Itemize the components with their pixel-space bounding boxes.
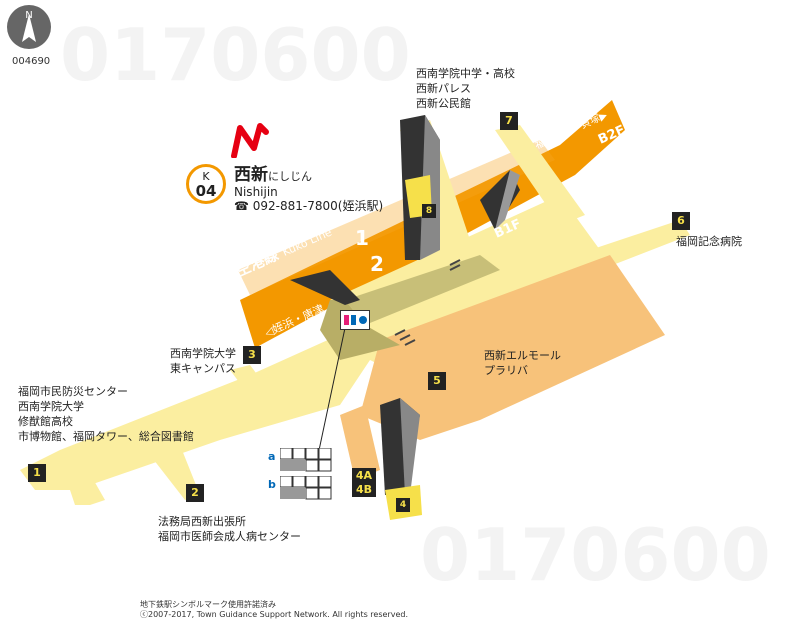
footer: 地下鉄駅シンボルマーク使用許諾済み ⓒ2007-2017, Town Guida… xyxy=(140,600,408,620)
place-label: 福岡市医師会成人病センター xyxy=(158,530,301,543)
place-label: 東キャンパス xyxy=(170,362,236,375)
station-name-kanji: 西新 xyxy=(234,165,268,185)
station-name-kana: にしじん xyxy=(268,170,312,183)
platform-2: 2 xyxy=(370,252,384,276)
ticket-hall xyxy=(345,255,500,325)
place-label: 西新パレス xyxy=(416,82,471,95)
place-label: 市博物館、福岡タワー、総合図書館 xyxy=(18,430,194,443)
places-exit1: 福岡市民防災センター 西南学院大学 修猷館高校 市博物館、福岡タワー、総合図書館 xyxy=(18,384,194,444)
station-number-badge: K 04 xyxy=(186,164,226,204)
corridor-exit2 xyxy=(70,465,105,505)
footer-copyright: ⓒ2007-2017, Town Guidance Support Networ… xyxy=(140,610,408,619)
exit-4a-badge[interactable]: 4A xyxy=(352,468,376,483)
watermark: 0170600 0170600 xyxy=(60,13,771,597)
exit-3-badge[interactable]: 3 xyxy=(243,346,261,364)
concourse-center xyxy=(330,195,620,370)
station-name-romaji: Nishijin xyxy=(234,185,278,199)
platform-1: 1 xyxy=(355,226,369,250)
toilet-icon xyxy=(340,310,370,330)
place-label: 西新公民館 xyxy=(416,97,471,110)
corridor-exit7 xyxy=(495,125,585,225)
badge-line: K xyxy=(202,170,210,183)
place-label: 西南学院大学 xyxy=(170,347,236,360)
stairs-platform xyxy=(290,270,360,305)
compass-icon: N xyxy=(6,4,52,50)
exit-4-badge[interactable]: 4 xyxy=(396,498,410,512)
exit-6-badge[interactable]: 6 xyxy=(672,212,690,230)
exit-1-badge[interactable]: 1 xyxy=(28,464,46,482)
place-label: 福岡市民防災センター xyxy=(18,385,128,398)
legend-a-label: a xyxy=(268,450,276,463)
places-exit8: 西南学院中学・高校 西新パレス 西新公民館 xyxy=(416,66,515,111)
station-phone: ☎ 092-881-7800(姪浜駅) xyxy=(234,199,384,213)
subway-logo-icon xyxy=(230,122,274,159)
exit-4b-badge[interactable]: 4B xyxy=(352,482,376,497)
place-label: 西南学院中学・高校 xyxy=(416,67,515,80)
badge-number: 04 xyxy=(195,182,217,200)
footer-line1: 地下鉄駅シンボルマーク使用許諾済み xyxy=(140,600,276,609)
corridor-main xyxy=(20,330,380,505)
station-name: 西新にしじん Nishijin ☎ 092-881-7800(姪浜駅) xyxy=(234,160,383,214)
legend-b-icons xyxy=(279,475,332,500)
svg-text:0170600: 0170600 xyxy=(420,513,771,597)
platform-band-top xyxy=(238,140,555,295)
corridor-exit6 xyxy=(590,220,690,270)
map-code: 004690 xyxy=(12,56,51,67)
places-exit3: 西南学院大学 東キャンパス xyxy=(170,346,236,376)
stairs-exit4-side xyxy=(400,398,420,495)
exit-7-badge[interactable]: 7 xyxy=(500,112,518,130)
place-label: 法務局西新出張所 xyxy=(158,515,246,528)
legend-a-icons xyxy=(279,447,332,472)
commercial-area-left xyxy=(340,405,380,480)
svg-text:0170600: 0170600 xyxy=(60,13,411,97)
commercial-area xyxy=(360,255,665,440)
place-label: 西南学院大学 xyxy=(18,400,84,413)
exit-2-badge[interactable]: 2 xyxy=(186,484,204,502)
exit-8-badge[interactable]: 8 xyxy=(422,204,436,218)
places-exit5: 西新エルモール プラリバ xyxy=(484,348,561,378)
places-exit6: 福岡記念病院 xyxy=(676,234,742,249)
corridor-exit3 xyxy=(230,365,265,390)
legend-b-label: b xyxy=(268,478,276,491)
compass-label: N xyxy=(25,10,32,21)
exit-5-badge[interactable]: 5 xyxy=(428,372,446,390)
place-label: プラリバ xyxy=(484,364,528,377)
legend-connector xyxy=(317,327,346,456)
place-label: 西新エルモール xyxy=(484,349,561,362)
stairs-b1f-side xyxy=(495,170,520,230)
place-label: 福岡記念病院 xyxy=(676,235,742,248)
place-label: 修猷館高校 xyxy=(18,415,73,428)
places-exit2: 法務局西新出張所 福岡市医師会成人病センター xyxy=(158,514,301,544)
